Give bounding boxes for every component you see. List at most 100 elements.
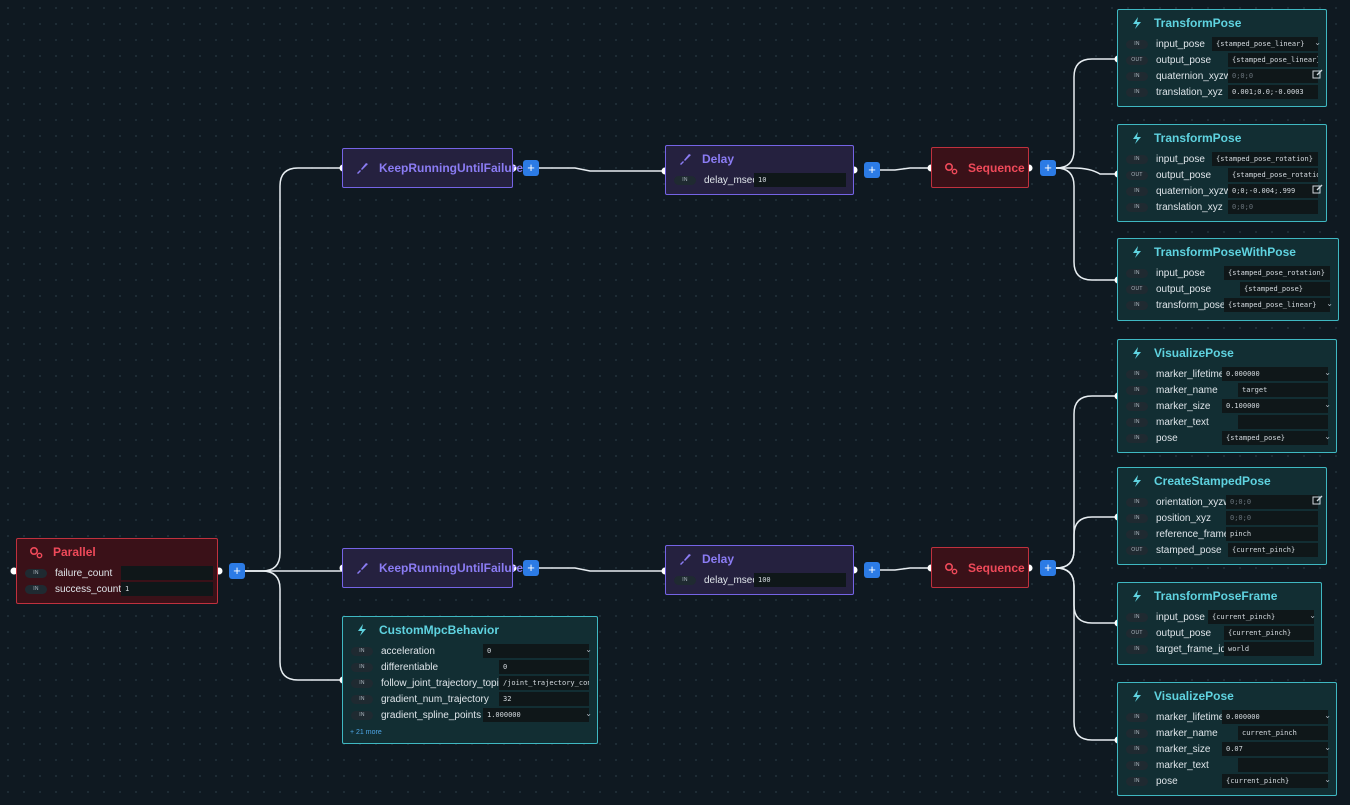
node-title: KeepRunningUntilFailure (379, 561, 523, 575)
edit-icon[interactable] (1312, 69, 1323, 80)
param-value-select[interactable]: {current_pinch} (1222, 774, 1328, 788)
node-keep-running-top[interactable]: KeepRunningUntilFailure (342, 148, 523, 188)
node-header: TransformPoseWithPose (1118, 239, 1338, 265)
param-value-field[interactable]: 0;0;0 (1228, 69, 1318, 83)
param-value-select[interactable]: {current_pinch} (1208, 610, 1314, 624)
port-tag: IN (1126, 433, 1148, 443)
param-value-field[interactable]: 0;0;0 (1226, 511, 1318, 525)
param-value-field[interactable]: /joint_trajectory_con (499, 676, 589, 690)
param-value-field[interactable]: 1 (121, 582, 213, 596)
param-name: output_pose (1156, 169, 1212, 181)
add-child-button[interactable]: + (523, 560, 539, 576)
param-value-field[interactable]: {stamped_pose_rotatio (1228, 168, 1318, 182)
port-tag: IN (351, 662, 373, 672)
param-value-select[interactable]: {stamped_pose_linear} (1212, 37, 1318, 51)
param-value-field[interactable]: 0;0;0 (1228, 200, 1318, 214)
param-value-field[interactable]: pinch (1226, 527, 1318, 541)
param-value-select[interactable]: 0.07 (1222, 742, 1328, 756)
param-name: input_pose (1156, 153, 1205, 165)
port-tag: IN (1126, 369, 1148, 379)
add-child-button[interactable]: + (229, 563, 245, 579)
add-child-button[interactable]: + (523, 160, 539, 176)
param-value-field[interactable] (121, 566, 213, 580)
param-value-field[interactable]: {stamped_pose_rotation} (1224, 266, 1330, 280)
param-value-select[interactable]: 0.100000 (1222, 399, 1328, 413)
edit-icon[interactable] (1312, 495, 1323, 506)
port-tag: IN (674, 175, 696, 185)
param-value-select[interactable]: {stamped_pose} (1222, 431, 1328, 445)
node-title: Delay (702, 552, 735, 566)
param-value-field[interactable]: 0 (499, 660, 589, 674)
param-value-select[interactable]: {stamped_pose_linear} (1224, 298, 1330, 312)
param-value-field[interactable]: {current_pinch} (1228, 543, 1318, 557)
node-sequence-top[interactable]: Sequence (931, 147, 1029, 188)
param-value-field[interactable]: 10 (754, 173, 846, 187)
param-value-field[interactable]: 0.001;0.0;-0.0003 (1228, 85, 1318, 99)
param-value-field[interactable]: 100 (754, 573, 846, 587)
chevron-down-icon: ⌄ (1324, 775, 1331, 784)
param-value-field[interactable]: 0;0;0 (1226, 495, 1318, 509)
param-name: pose (1156, 432, 1178, 444)
node-title: VisualizePose (1154, 346, 1234, 360)
param-value-select[interactable]: 0 (483, 644, 589, 658)
chevron-down-icon: ⌄ (1314, 38, 1321, 47)
port-tag: IN (1126, 728, 1148, 738)
node-transform-pose-2[interactable]: TransformPose IN input_pose {stamped_pose_… (1117, 124, 1327, 222)
param-value-select[interactable]: 0.000000 (1222, 710, 1328, 724)
node-header: Delay (666, 546, 853, 572)
edit-icon[interactable] (1312, 184, 1323, 195)
node-header: TransformPose (1118, 125, 1326, 151)
add-child-button[interactable]: + (1040, 160, 1056, 176)
port-tag: IN (1126, 268, 1148, 278)
param-value-field[interactable]: {stamped_pose} (1240, 282, 1330, 296)
port-tag: IN (1126, 87, 1148, 97)
port-tag: IN (1126, 202, 1148, 212)
node-sequence-bottom[interactable]: Sequence (931, 547, 1029, 588)
show-more-link[interactable]: + 21 more (350, 729, 382, 736)
port-tag: IN (351, 694, 373, 704)
param-value-field[interactable] (1238, 758, 1328, 772)
add-child-button[interactable]: + (864, 562, 880, 578)
gears-icon (944, 561, 958, 575)
param-value-select[interactable]: 0.000000 (1222, 367, 1328, 381)
param-value-field[interactable]: target (1238, 383, 1328, 397)
param-name: orientation_xyzw (1156, 496, 1231, 508)
port-tag: IN (1126, 776, 1148, 786)
port-tag: IN (25, 584, 47, 594)
param-value-field[interactable]: {stamped_pose_linear} (1228, 53, 1318, 67)
add-child-button[interactable]: + (1040, 560, 1056, 576)
param-value-field[interactable]: 32 (499, 692, 589, 706)
node-title: TransformPoseWithPose (1154, 245, 1296, 259)
param-value-field[interactable]: world (1224, 642, 1314, 656)
param-value-field[interactable]: current_pinch (1238, 726, 1328, 740)
node-header: CustomMpcBehavior (343, 617, 597, 643)
node-title: KeepRunningUntilFailure (379, 161, 523, 175)
param-name: quaternion_xyzw (1156, 185, 1232, 197)
param-value-select[interactable]: {stamped_pose_rotation} (1212, 152, 1318, 166)
param-value-field[interactable]: 0;0;-0.004;.999 (1228, 184, 1318, 198)
param-value-field[interactable]: {current_pinch} (1224, 626, 1314, 640)
node-header: Delay (666, 146, 853, 172)
param-value-select[interactable]: 1.000000 (483, 708, 589, 722)
node-keep-running-bottom[interactable]: KeepRunningUntilFailure (342, 548, 523, 588)
add-child-button[interactable]: + (864, 162, 880, 178)
param-value-field[interactable] (1238, 415, 1328, 429)
lightning-icon (1130, 474, 1144, 488)
